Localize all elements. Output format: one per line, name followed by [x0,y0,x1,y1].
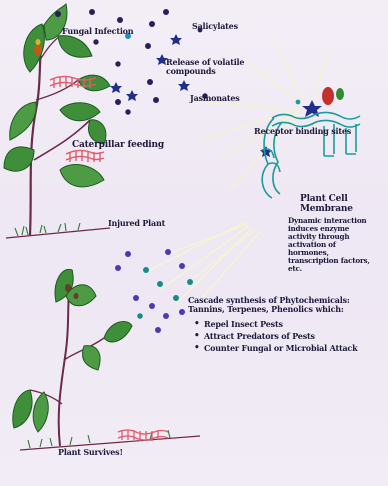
plant-survives-label: Plant Survives! [58,448,123,457]
cascade-rays [150,222,260,305]
ladybug-icon [322,87,334,105]
receptor-label: Receptor binding sites [254,127,351,136]
effects-list: Repel Insect Pests Attract Predators of … [192,320,376,356]
fungus-spot-icon [34,45,42,56]
dynamic-interaction-label: Dynamic interaction induces enzyme activ… [288,217,376,273]
volatile-label: Release of volatile compounds [166,58,266,76]
surviving-plant [13,269,200,450]
injured-plant [4,4,110,238]
effect-item: Counter Fungal or Microbial Attack [192,344,376,353]
effect-item: Attract Predators of Pests [192,332,376,341]
salicylates-label: Salicylates [192,22,238,31]
caterpillar-label: Caterpillar feeding [72,140,164,150]
cascade-dots [115,249,193,333]
injured-plant-label: Injured Plant [108,219,165,228]
cascade-label: Cascade synthesis of Phytochemicals: Tan… [188,296,374,314]
fungal-infection-label: Fungal Infection [62,27,133,36]
effect-item: Repel Insect Pests [192,320,376,329]
jasmonates-label: Jasmonates [190,94,240,103]
membrane-label: Plant Cell Membrane [300,194,368,214]
